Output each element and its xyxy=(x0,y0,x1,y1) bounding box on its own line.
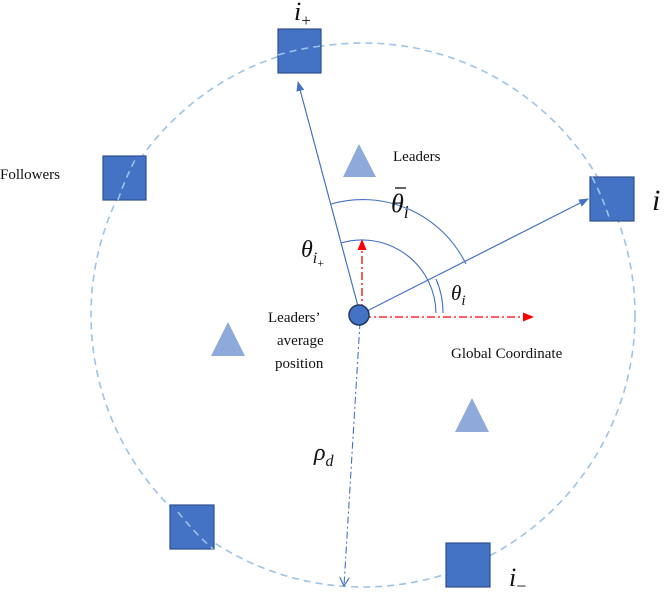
follower-bottom-left xyxy=(169,504,215,550)
leaders-average-line1: Leaders’ xyxy=(268,310,320,326)
theta-i-plus-label: θi+ xyxy=(301,237,324,270)
follower-i-minus xyxy=(445,542,491,588)
vector-to-i-plus xyxy=(296,81,360,311)
svg-text:θi: θi xyxy=(391,189,409,222)
arc-theta-i xyxy=(435,278,444,314)
leaders-average-position-marker xyxy=(348,304,370,326)
arc-theta-bar xyxy=(330,199,467,265)
followers-label: Followers xyxy=(0,167,60,183)
i-plus-label: i+ xyxy=(294,0,311,30)
i-label: i xyxy=(652,184,660,217)
leaders-average-line3: position xyxy=(275,356,324,372)
leader-triangle-left xyxy=(211,322,245,356)
leader-triangle-top xyxy=(343,144,376,177)
follower-left xyxy=(102,155,147,201)
follower-i xyxy=(589,176,635,222)
theta-bar-i-label: θi xyxy=(391,187,409,222)
leader-triangle-right xyxy=(455,398,489,432)
theta-i-label: θi xyxy=(451,281,466,309)
arc-theta-i-plus xyxy=(340,239,437,314)
leaders-average-line2: average xyxy=(277,333,324,349)
rho-d-line xyxy=(344,321,361,586)
rho-d-label: ρd xyxy=(313,440,335,470)
global-coordinate-label: Global Coordinate xyxy=(451,346,563,362)
i-minus-label: i− xyxy=(509,563,526,593)
vector-to-i xyxy=(362,198,589,314)
leaders-label: Leaders xyxy=(393,149,441,165)
follower-i-plus xyxy=(277,28,322,74)
formation-circle xyxy=(90,42,636,588)
